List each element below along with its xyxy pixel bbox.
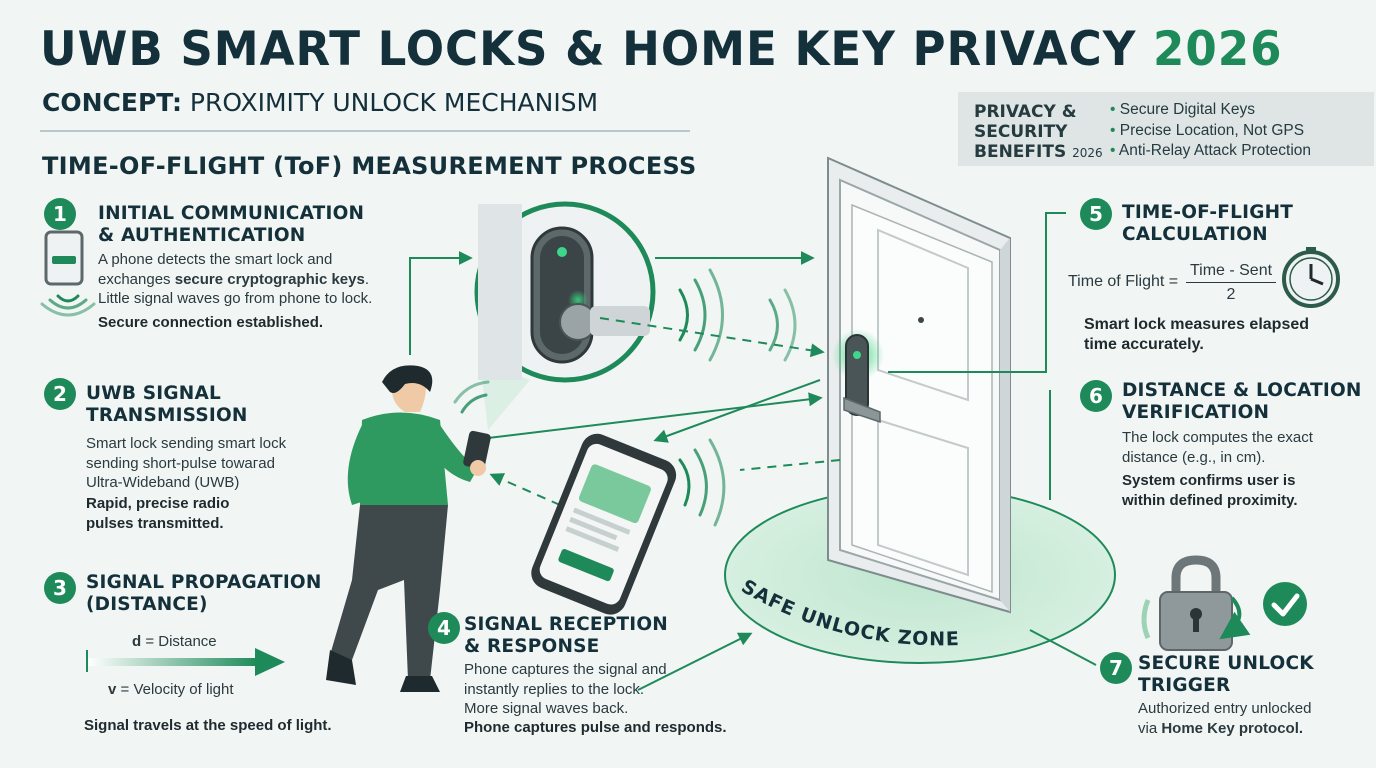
benefit-item: Secure Digital Keys bbox=[1110, 100, 1311, 121]
step-3-number: 3 bbox=[44, 572, 76, 604]
step-2-summary: Rapid, precise radio pulses transmitted. bbox=[86, 495, 230, 532]
benefit-item: Anti-Relay Attack Protection bbox=[1110, 141, 1311, 162]
step-2-number: 2 bbox=[44, 378, 76, 410]
door-icon bbox=[827, 156, 1011, 614]
velocity-arrow bbox=[86, 648, 285, 676]
small-phone-icon bbox=[44, 230, 84, 286]
step-4-number: 4 bbox=[428, 612, 460, 644]
distance-label: d = Distance bbox=[132, 633, 217, 650]
person-icon bbox=[326, 365, 491, 692]
step-6-number: 6 bbox=[1080, 380, 1112, 412]
step-1-body: A phone detects the smart lock and excha… bbox=[98, 251, 373, 307]
step-7-body: Authorized entry unlocked via Home Key p… bbox=[1138, 700, 1312, 737]
step-4-body: Phone captures the signal and instantly … bbox=[464, 661, 667, 717]
benefits-panel: PRIVACY & SECURITY BENEFITS 2026 Secure … bbox=[958, 92, 1374, 166]
benefit-item: Precise Location, Not GPS bbox=[1110, 121, 1311, 142]
velocity-label: v = Velocity of light bbox=[108, 681, 234, 698]
process-title: TIME-OF-FLIGHT (ToF) MEASUREMENT PROCESS bbox=[42, 152, 697, 180]
concept-heading: CONCEPT: PROXIMITY UNLOCK MECHANISM bbox=[42, 88, 598, 117]
step-6-summary: System confirms user is within defined p… bbox=[1122, 472, 1298, 509]
benefits-list: Secure Digital Keys Precise Location, No… bbox=[1110, 100, 1311, 162]
step-1-number: 1 bbox=[44, 198, 76, 230]
step-5-summary: Smart lock measures elapsed time accurat… bbox=[1084, 316, 1310, 353]
step-6-body: The lock computes the exact distance (e.… bbox=[1122, 429, 1313, 466]
step-2-title: UWB SIGNAL TRANSMISSION bbox=[86, 383, 248, 426]
signal-arrows bbox=[409, 212, 1097, 691]
step-3-summary: Signal travels at the speed of light. bbox=[84, 717, 332, 734]
magnified-lock-view bbox=[474, 201, 656, 430]
title-main: UWB SMART LOCKS & HOME KEY PRIVACY bbox=[40, 22, 1137, 77]
divider bbox=[40, 130, 690, 132]
formula-numerator: Time - Sent bbox=[1186, 262, 1276, 283]
step-4-title: SIGNAL RECEPTION & RESPONSE bbox=[464, 614, 668, 657]
step-1-title: INITIAL COMMUNICATION & AUTHENTICATION bbox=[98, 203, 365, 246]
title-year: 2026 bbox=[1153, 22, 1283, 77]
checkmark-icon bbox=[1263, 582, 1307, 626]
step-5-title: TIME-OF-FLIGHT CALCULATION bbox=[1122, 202, 1294, 245]
step-2-body: Smart lock sending smart lock sending sh… bbox=[86, 435, 287, 491]
door-lock-icon bbox=[832, 329, 884, 424]
formula-fraction: Time - Sent 2 bbox=[1186, 262, 1276, 304]
padlock-icon bbox=[1141, 555, 1251, 651]
concept-label: CONCEPT: bbox=[42, 88, 182, 117]
step-6-title: DISTANCE & LOCATION VERIFICATION bbox=[1122, 380, 1362, 423]
step-3-title: SIGNAL PROPAGATION (DISTANCE) bbox=[86, 572, 322, 615]
clock-icon bbox=[1282, 247, 1340, 308]
page-title: UWB SMART LOCKS & HOME KEY PRIVACY 2026 bbox=[40, 22, 1282, 77]
step-7-number: 7 bbox=[1100, 652, 1132, 684]
concept-text: PROXIMITY UNLOCK MECHANISM bbox=[189, 88, 599, 117]
benefits-title: PRIVACY & SECURITY BENEFITS 2026 bbox=[974, 102, 1103, 162]
step-1-summary: Secure connection established. bbox=[98, 314, 324, 331]
phone-icon bbox=[531, 433, 677, 615]
step-4-summary: Phone captures pulse and responds. bbox=[464, 719, 727, 736]
step-7-title: SECURE UNLOCK TRIGGER bbox=[1138, 653, 1314, 696]
formula-lhs: Time of Flight = bbox=[1068, 273, 1179, 290]
step-5-number: 5 bbox=[1080, 198, 1112, 230]
formula-denominator: 2 bbox=[1226, 286, 1236, 303]
signal-waves bbox=[40, 268, 797, 527]
